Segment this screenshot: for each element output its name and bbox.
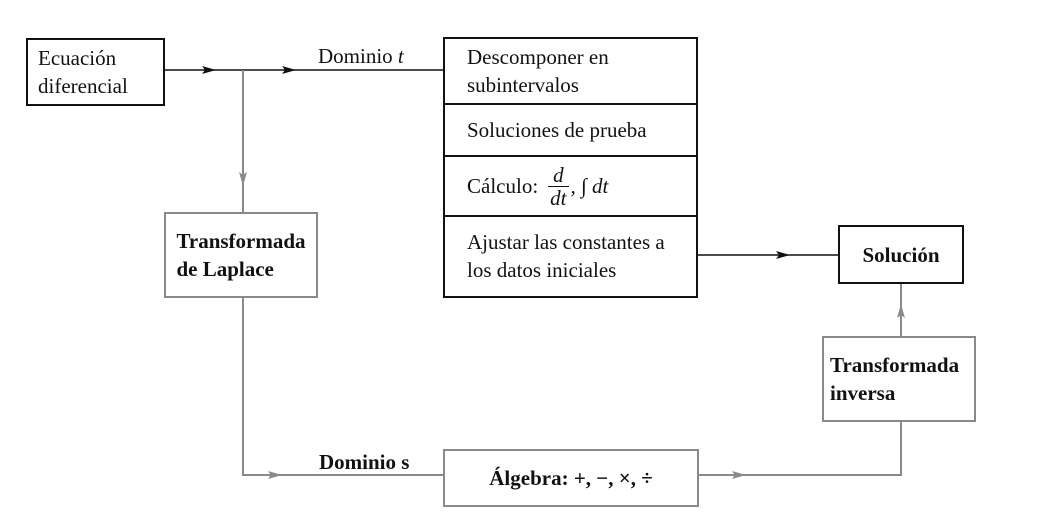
arrowhead-4: [268, 471, 282, 479]
node-steps-column: Descomponer en subintervalos Soluciones …: [443, 37, 698, 298]
node-algebra: Álgebra: +, −, ×, ÷: [443, 449, 699, 507]
label-dominio-t-var: t: [397, 44, 404, 68]
step-soluciones-prueba: Soluciones de prueba: [445, 103, 696, 155]
step-ajustar: Ajustar las constantes a los datos inici…: [445, 215, 696, 295]
node-ecuacion-diferencial: Ecuación diferencial: [26, 38, 165, 106]
arrowhead-7: [776, 251, 790, 259]
edge-algebra-to-inversa: [699, 422, 902, 476]
node-inversa-line1: Transformada: [830, 353, 960, 377]
step-calculo-fraction: d dt: [548, 162, 569, 210]
arrowhead-2: [282, 66, 296, 74]
step-descomponer-line2: subintervalos: [467, 73, 579, 97]
node-laplace-line2: de Laplace: [176, 257, 274, 281]
step-ajustar-line1: Ajustar las constantes a: [467, 230, 665, 254]
step-calculo-suffix: , ∫ dt: [570, 174, 609, 198]
node-transformada-laplace: Transformada de Laplace: [164, 212, 318, 298]
node-algebra-text: Álgebra: +, −, ×, ÷: [489, 466, 653, 490]
node-transformada-inversa: Transformada inversa: [822, 336, 976, 422]
label-dominio-s-word: Dominio: [319, 450, 397, 474]
step-calculo: Cálculo: d dt , ∫ dt: [445, 155, 696, 215]
step-descomponer-line1: Descomponer en: [467, 45, 609, 69]
node-solucion-text: Solución: [862, 242, 940, 267]
step-descomponer: Descomponer en subintervalos: [445, 39, 696, 103]
arrowhead-3: [239, 172, 247, 186]
step-soluciones-prueba-text: Soluciones de prueba: [467, 118, 647, 142]
node-laplace-line1: Transformada: [176, 229, 306, 253]
node-ecuacion-line2: diferencial: [38, 74, 128, 98]
step-calculo-frac-num: d: [553, 162, 564, 187]
arrowhead-1: [202, 66, 216, 74]
node-ecuacion-line1: Ecuación: [38, 46, 117, 70]
edge-laplace-to-algebra: [242, 298, 443, 476]
label-dominio-s: Dominio s: [319, 450, 409, 474]
node-inversa-line2: inversa: [830, 381, 896, 405]
label-dominio-t-word: Dominio: [318, 44, 393, 68]
node-solucion: Solución: [838, 225, 964, 284]
step-calculo-prefix: Cálculo:: [467, 174, 539, 198]
step-calculo-frac-den: dt: [548, 185, 569, 210]
step-ajustar-line2: los datos iniciales: [467, 258, 617, 282]
arrowhead-6: [897, 304, 905, 318]
arrowhead-5: [732, 471, 746, 479]
label-dominio-s-var: s: [401, 450, 410, 474]
label-dominio-t: Dominio t: [318, 44, 404, 68]
